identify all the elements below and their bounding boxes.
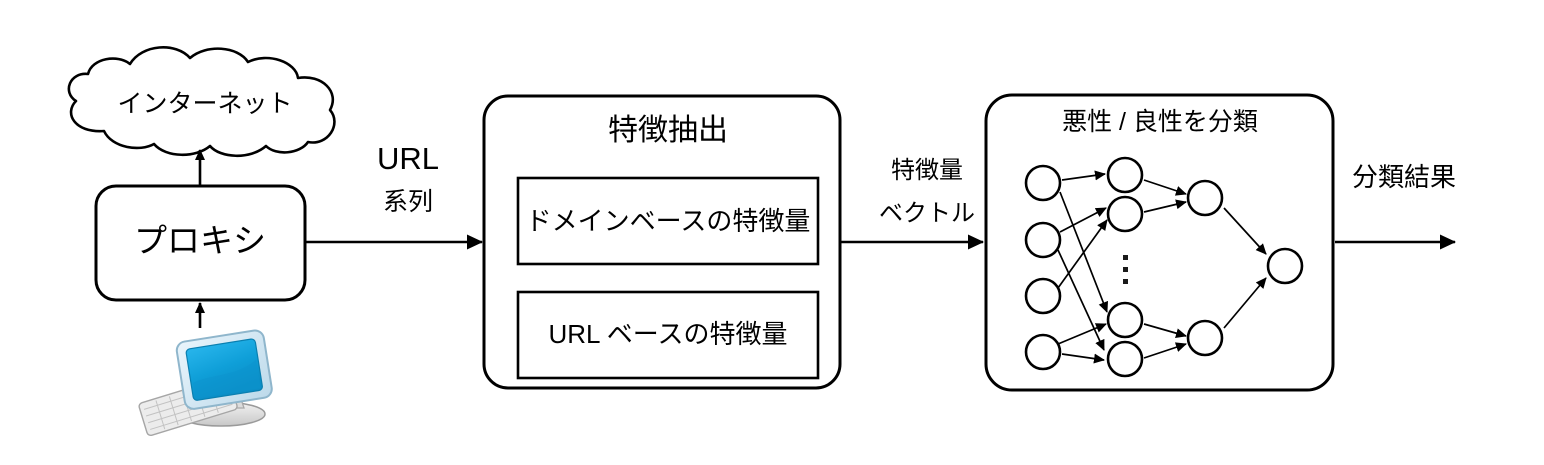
feature-subbox-domain-label: ドメインベースの特徴量 bbox=[525, 206, 811, 236]
classifier-box bbox=[984, 93, 1335, 392]
feature-subbox-url bbox=[516, 290, 820, 380]
nn-node-hidden1-1 bbox=[1106, 156, 1144, 194]
edge-label-feature-vector-line1: 特徴量 bbox=[891, 157, 963, 184]
classifier-title: 悪性 / 良性を分類 bbox=[1062, 108, 1258, 136]
nn-node-output-1 bbox=[1266, 247, 1304, 285]
edge-label-url-line2: 系列 bbox=[382, 188, 433, 216]
edge-label-result: 分類結果 bbox=[1352, 162, 1457, 192]
edge-label-feature-vector-line2: ベクトル bbox=[879, 200, 975, 227]
feature-extraction-title: 特徴抽出 bbox=[608, 114, 728, 147]
nn-node-input-1 bbox=[1024, 164, 1062, 202]
nn-node-input-2 bbox=[1024, 221, 1062, 259]
edge-label-url-line1: URL bbox=[376, 141, 439, 176]
computer-icon bbox=[138, 329, 273, 437]
nn-node-hidden2-1 bbox=[1186, 179, 1224, 217]
nn-node-input-3 bbox=[1024, 277, 1062, 315]
feature-subbox-url-label: URL ベースの特徴量 bbox=[548, 319, 788, 349]
nn-ellipsis-icon bbox=[1123, 255, 1128, 284]
proxy-box bbox=[94, 184, 307, 302]
neural-network-edges bbox=[1057, 170, 1267, 364]
proxy-label: プロキシ bbox=[134, 222, 266, 259]
nn-node-hidden1-3 bbox=[1106, 301, 1144, 339]
nn-node-hidden2-2 bbox=[1186, 319, 1224, 357]
nn-node-input-4 bbox=[1024, 333, 1062, 371]
feature-subbox-domain bbox=[516, 176, 820, 266]
nn-node-hidden1-4 bbox=[1106, 340, 1144, 378]
internet-cloud-shape bbox=[67, 46, 336, 158]
neural-network-nodes bbox=[1024, 156, 1304, 378]
nn-node-hidden1-2 bbox=[1106, 195, 1144, 233]
internet-label: インターネット bbox=[117, 90, 293, 118]
